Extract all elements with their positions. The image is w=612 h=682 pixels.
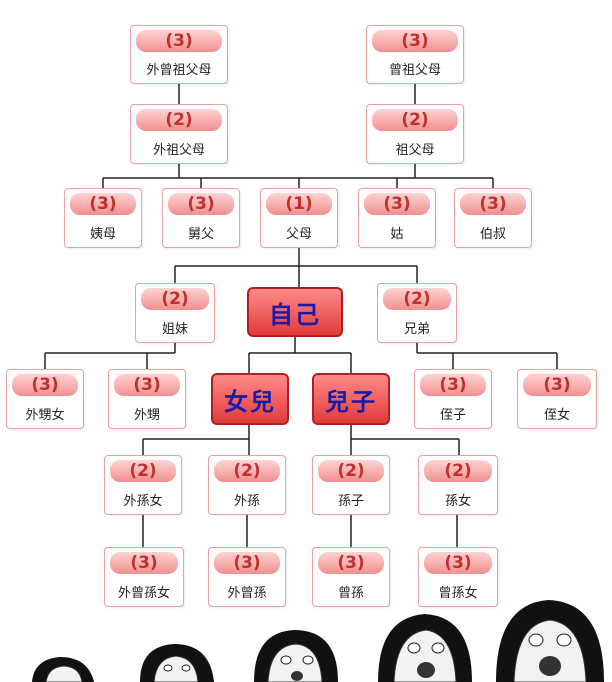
reaction-face-icon (254, 630, 338, 682)
reaction-face-icon (496, 600, 604, 682)
degree-label: (2) (318, 460, 384, 482)
son-node: 兒子 (312, 373, 390, 425)
kin-label: 外曾祖父母 (146, 63, 212, 78)
degree-label: (3) (114, 374, 180, 396)
kin-label: 侄子 (439, 408, 466, 423)
kin-label: 孫子 (337, 494, 364, 509)
degree-label: (3) (364, 193, 430, 215)
brother-daughter-node: (3) 侄女 (517, 369, 597, 429)
paternal-aunt-node: (3) 姑 (358, 188, 436, 248)
degree-label: (3) (214, 552, 280, 574)
maternal-uncle-node: (3) 舅父 (162, 188, 240, 248)
kin-label: 侄女 (543, 408, 570, 423)
great-grandson-maternal-node: (3) 外曾孫 (208, 547, 286, 607)
great-grandson-node: (3) 曾孫 (312, 547, 390, 607)
reaction-face-icon (378, 614, 472, 682)
kin-label: 外甥 (133, 408, 160, 423)
kin-label: 外祖父母 (152, 143, 205, 158)
degree-label: (3) (168, 193, 234, 215)
brother-son-node: (3) 侄子 (414, 369, 492, 429)
degree-label: (2) (214, 460, 280, 482)
parents-node: (1) 父母 (260, 188, 338, 248)
brothers-node: (2) 兄弟 (377, 283, 457, 343)
son-son-node: (2) 孫子 (312, 455, 390, 515)
degree-label: (2) (424, 460, 492, 482)
degree-label: (3) (318, 552, 384, 574)
degree-label: (3) (523, 374, 591, 396)
great-grandparents-paternal-node: (3) 曾祖父母 (366, 25, 464, 84)
degree-label: (1) (266, 193, 332, 215)
reaction-face-icon (32, 657, 94, 682)
kin-label: 外孫 (233, 494, 260, 509)
great-granddaughter-node: (3) 曾孫女 (418, 547, 498, 607)
daughter-node: 女兒 (211, 373, 289, 425)
degree-label: (2) (136, 109, 222, 131)
sisters-node: (2) 姐妹 (135, 283, 215, 343)
kin-label: 外曾孫 (227, 586, 267, 601)
degree-label: (3) (12, 374, 78, 396)
kin-label: 伯叔 (479, 227, 506, 242)
self-node: 自己 (247, 287, 343, 337)
degree-label: (3) (460, 193, 526, 215)
degree-label: (3) (372, 30, 458, 52)
kin-label: 父母 (285, 227, 312, 242)
grandparents-paternal-node: (2) 祖父母 (366, 104, 464, 164)
son-daughter-node: (2) 孫女 (418, 455, 498, 515)
kin-label: 姑 (390, 227, 404, 242)
grandparents-maternal-node: (2) 外祖父母 (130, 104, 228, 164)
kin-label: 姐妹 (161, 322, 188, 337)
kin-label: 孫女 (444, 494, 471, 509)
kin-label: 外孫女 (123, 494, 163, 509)
kin-label: 外曾孫女 (117, 586, 170, 601)
daughter-son-node: (2) 外孫 (208, 455, 286, 515)
great-grandparents-maternal-node: (3) 外曾祖父母 (130, 25, 228, 84)
degree-label: (3) (420, 374, 486, 396)
kin-label: 曾孫女 (438, 586, 478, 601)
degree-label: (2) (372, 109, 458, 131)
degree-label: (2) (110, 460, 176, 482)
kin-label: 祖父母 (395, 143, 435, 158)
kin-label: 姨母 (89, 227, 116, 242)
sister-son-node: (3) 外甥 (108, 369, 186, 429)
degree-label: (3) (70, 193, 136, 215)
degree-label: (3) (136, 30, 222, 52)
kin-label: 曾祖父母 (388, 63, 441, 78)
kin-label: 曾孫 (337, 586, 364, 601)
degree-label: (3) (110, 552, 178, 574)
great-granddaughter-maternal-node: (3) 外曾孫女 (104, 547, 184, 607)
degree-label: (3) (424, 552, 492, 574)
kin-label: 外甥女 (25, 408, 65, 423)
kin-label: 舅父 (187, 227, 214, 242)
kin-label: 兄弟 (403, 322, 430, 337)
daughter-daughter-node: (2) 外孫女 (104, 455, 182, 515)
maternal-aunt-node: (3) 姨母 (64, 188, 142, 248)
sister-daughter-node: (3) 外甥女 (6, 369, 84, 429)
reaction-face-icon (140, 644, 214, 682)
paternal-uncle-node: (3) 伯叔 (454, 188, 532, 248)
degree-label: (2) (141, 288, 209, 310)
degree-label: (2) (383, 288, 451, 310)
